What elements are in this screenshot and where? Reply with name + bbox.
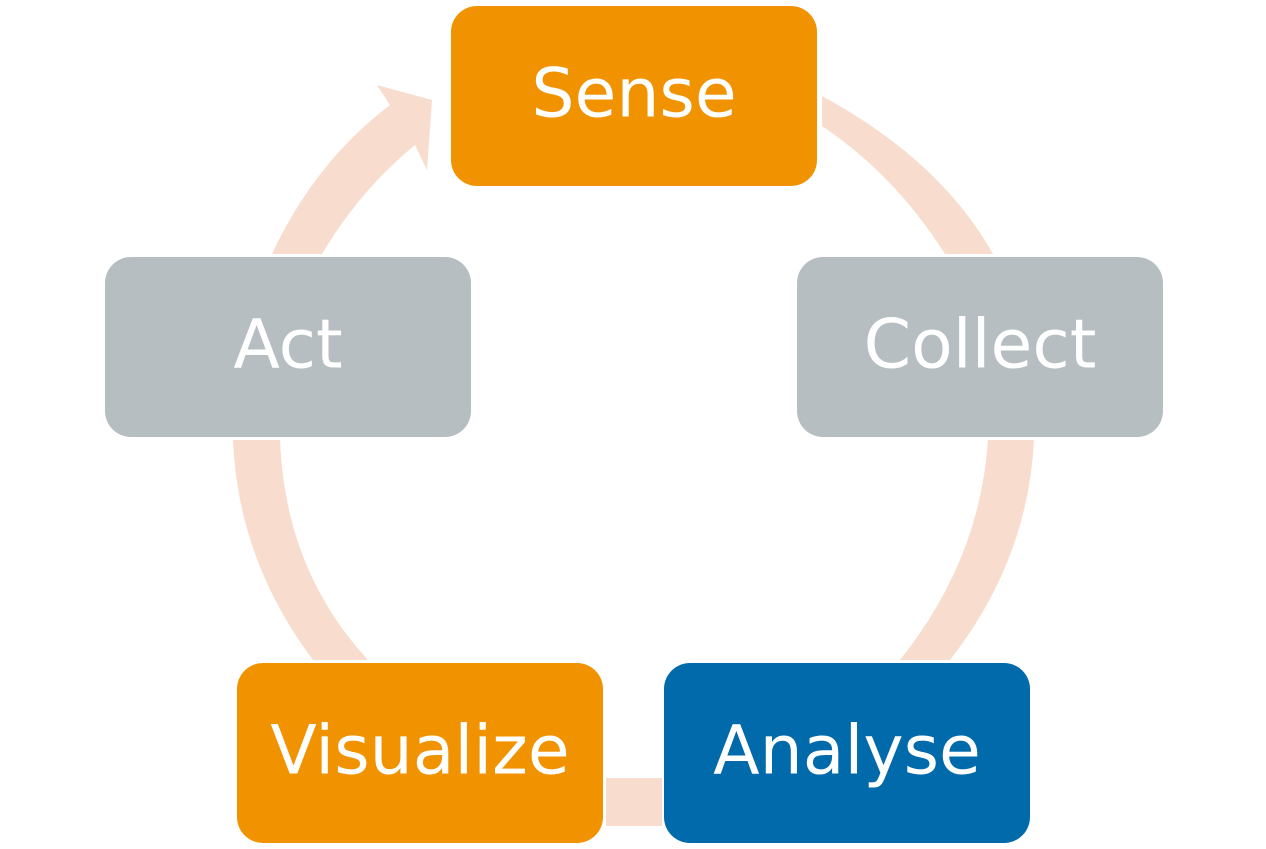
node-analyse-label: Analyse bbox=[713, 712, 981, 791]
arrow-sense-to-collect bbox=[822, 96, 993, 254]
node-collect-box bbox=[797, 257, 1163, 437]
node-act-box bbox=[105, 257, 471, 437]
node-visualize-label: Visualize bbox=[270, 712, 569, 791]
node-collect-label: Collect bbox=[864, 306, 1097, 385]
arrow-collect-to-analyse bbox=[900, 440, 1034, 660]
node-collect: Collect bbox=[797, 257, 1163, 437]
node-sense-box bbox=[451, 6, 817, 186]
node-analyse: Analyse bbox=[664, 663, 1030, 843]
node-sense: Sense bbox=[451, 6, 817, 186]
node-visualize-box bbox=[237, 663, 603, 843]
arrow-act-to-sense bbox=[272, 85, 432, 254]
node-sense-label: Sense bbox=[531, 55, 736, 134]
arrow-analyse-to-visualize bbox=[606, 778, 662, 826]
node-act: Act bbox=[105, 257, 471, 437]
cycle-arrows bbox=[233, 85, 1034, 826]
node-act-label: Act bbox=[233, 306, 342, 385]
node-visualize: Visualize bbox=[237, 663, 603, 843]
arrow-visualize-to-act bbox=[233, 440, 368, 660]
node-analyse-box bbox=[664, 663, 1030, 843]
